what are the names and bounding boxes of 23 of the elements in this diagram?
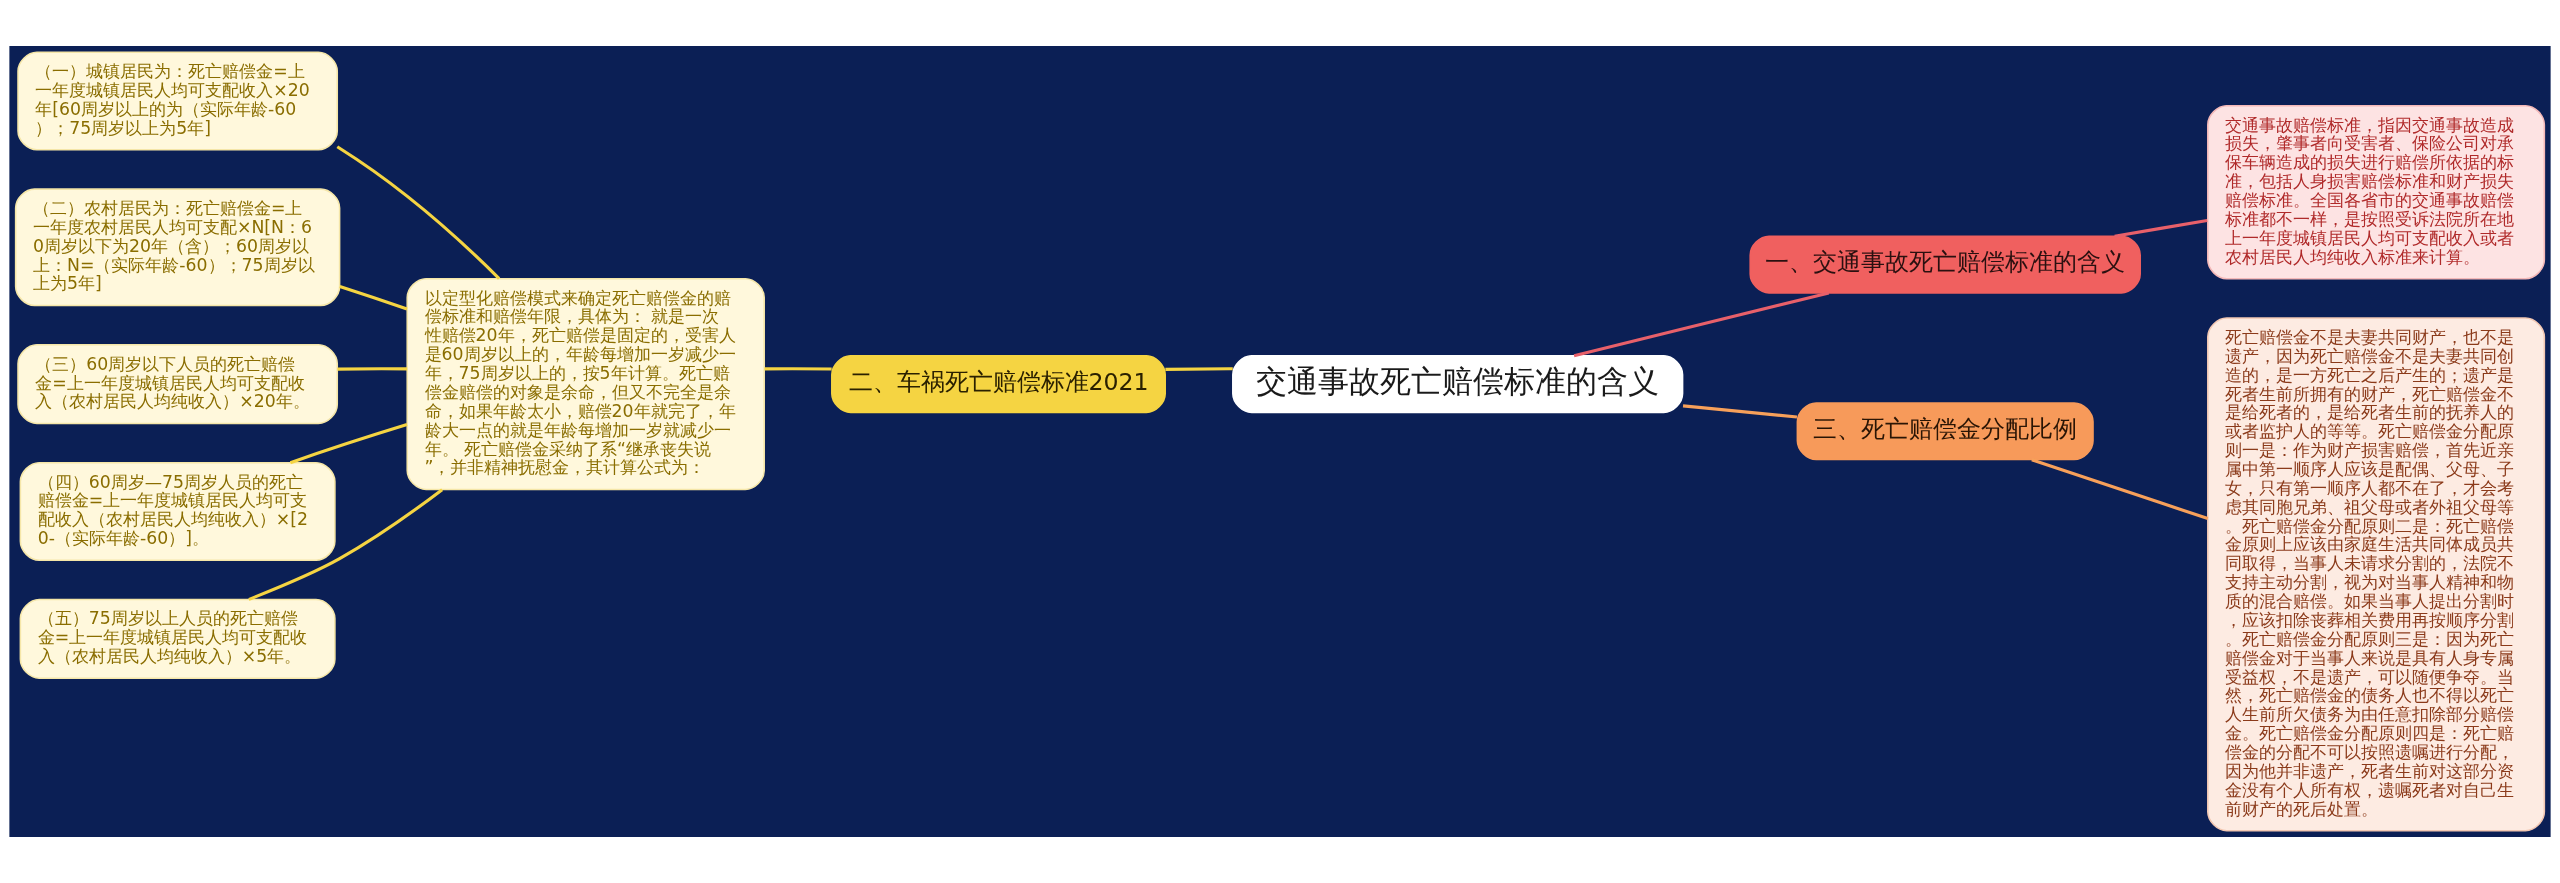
connector — [336, 145, 501, 280]
node-box: （四）60周岁—75周岁人员的死亡赔偿金=上一年度城镇居民人均可支配收入（农村居民人均纯收入）×[20-（实际年龄-60）]。 — [19, 461, 336, 561]
connector — [2114, 219, 2208, 238]
node-box: （五）75周岁以上人员的死亡赔偿金=上一年度城镇居民人均可支配收入（农村居民人均纯收入）×5年。 — [19, 598, 336, 679]
node-box: 一、交通事故死亡赔偿标准的含义 — [1749, 235, 2141, 294]
connector — [248, 488, 444, 601]
connector — [1682, 404, 1798, 419]
connector — [2031, 458, 2209, 521]
node-box: （三）60周岁以下人员的死亡赔偿金=上一年度城镇居民人均可支配收入（农村居民人均纯收入）×20年。 — [17, 344, 339, 425]
node-box: 死亡赔偿金不是夫妻共同财产，也不是遗产，因为死亡赔偿金不是夫妻共同创造的，是一方死亡之后产生的；遗产是死者生前所拥有的财产，死亡赔偿金不是给死者的，是给死者生前的抚养人的或者监护人的等等。死亡赔偿金分配原则一是：作为财产损害赔偿，首先近亲属中第一顺序人应该是配偶、父母、子女，只有第一顺序人都不在了，才会考虑其同胞兄弟、祖父母或者外祖父母等。死亡赔偿金分配原则二是：死亡赔偿金原则上应该由家庭生活共同体成员共同取得，当事人未请求分割的，法院不支持主动分割，视为对当事人精神和物质的混合赔偿。如果当事人提出分割时，应该扣除丧葬相关费用再按顺序分割。死亡赔偿金分配原则三是：因为死亡赔偿金对于当事人来说是具有人身专属受益权，不是遗产，可以随便争夺。当然，死亡赔偿金的债务人也不得以死亡人生前所欠债务为由任意扣除部分赔偿金。死亡赔偿金分配原则四是：死亡赔偿金的分配不可以按照遗嘱进行分配，因为他并非遗产，死者生前对这部分资金没有个人所有权，遗嘱死者对自己生前财产的死后处置。 — [2207, 317, 2546, 832]
node-box: （一）城镇居民为：死亡赔偿金=上一年度城镇居民人均可支配收入×20年[60周岁以上的为（实际年龄-60）；75周岁以上为5年] — [17, 51, 339, 151]
node-box: 以定型化赔偿模式来确定死亡赔偿金的赔偿标准和赔偿年限，具体为： 就是一次性赔偿20年，死亡赔偿是固定的，受害人是60周岁以上的，年龄每增加一岁减少一年，75周岁以上的，按5年计算。死亡赔偿金赔偿的对象是余命，但又不完全是余命，如果年龄太小，赔偿20年就完了，年龄大一点的就是年龄每增加一岁就减少一年。 死亡赔偿金采纳了系“继承丧失说”，并非精神抚慰金，其计算公式为： — [406, 277, 765, 491]
node-box: （二）农村居民为：死亡赔偿金=上一年度农村居民人均可支配×N[N：60周岁以下为20年（含）；60周岁以上：N=（实际年龄-60）；75周岁以上为5年] — [14, 188, 341, 307]
node-box: 交通事故赔偿标准，指因交通事故造成损失，肇事者向受害者、保险公司对承保车辆造成的损失进行赔偿所依据的标准，包括人身损害赔偿标准和财产损失赔偿标准。全国各省市的交通事故赔偿标准都不一样，是按照受诉法院所在地上一年度城镇居民人均可支配收入或者农村居民人均纯收入标准来计算。 — [2207, 104, 2546, 280]
connector — [339, 285, 408, 311]
node-box: 二、车祸死亡赔偿标准2021 — [831, 355, 1166, 414]
node-box: 交通事故死亡赔偿标准的含义 — [1232, 355, 1684, 414]
connector — [1573, 291, 1830, 358]
connector — [1165, 367, 1233, 371]
connector — [337, 367, 408, 371]
connector — [289, 423, 408, 465]
node-box: 三、死亡赔偿金分配比例 — [1796, 402, 2094, 461]
connector — [764, 367, 832, 371]
